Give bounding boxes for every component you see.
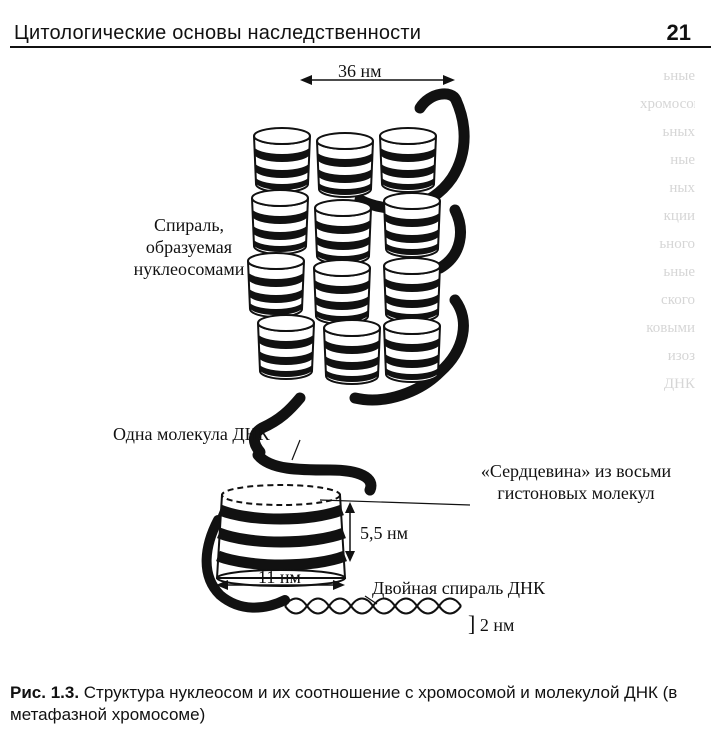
running-title: Цитологические основы наследственности — [14, 22, 422, 44]
bleed-line: ьного — [659, 236, 695, 252]
nucleosome-cluster — [247, 127, 441, 385]
nucleosome — [323, 319, 381, 385]
nucleosome — [251, 189, 309, 255]
page-header: Цитологические основы наследственности 2… — [0, 0, 711, 48]
pointer-line-core — [319, 499, 471, 506]
bleed-line: ьных — [662, 124, 695, 140]
bleed-line: ных — [669, 180, 695, 196]
nucleosome — [379, 127, 437, 193]
label-histone-core: «Сердцевина» из восьми гистоновых молеку… — [458, 460, 694, 504]
bleed-line: ные — [670, 152, 695, 168]
bleed-line: изоз — [667, 348, 695, 364]
dimension-arrow-11nm — [216, 580, 345, 590]
bleed-line: ьные — [663, 264, 695, 280]
bleed-through-text: ьные хромосомы ьных ные ных кции ьного ь… — [640, 62, 695, 398]
nucleosome — [316, 132, 374, 198]
nucleosome — [253, 127, 311, 193]
nucleosome — [383, 192, 441, 258]
label-core-line: «Сердцевина» из восьми — [480, 461, 672, 481]
label-spiral-line: Спираль, — [153, 215, 225, 235]
bleed-line: кции — [663, 208, 695, 224]
label-spiral: Спираль, образуемая нуклеосомами — [130, 214, 248, 280]
caption-text: Структура нуклеосом и их соотношение с х… — [10, 683, 678, 724]
dimension-arrow-5-5nm — [345, 502, 355, 562]
page-number: 21 — [666, 20, 691, 45]
label-5-5nm: 5,5 нм — [360, 523, 409, 543]
label-36nm: 36 нм — [338, 61, 382, 81]
nucleosome — [247, 252, 305, 318]
dimension-arrow-36nm — [300, 75, 455, 85]
label-2nm: ] 2 нм — [468, 611, 515, 636]
figure-caption: Рис. 1.3. Структура нуклеосом и их соотн… — [10, 682, 700, 726]
label-one-molecule: Одна молекула ДНК — [113, 424, 270, 444]
bleed-line: хромосомы — [640, 96, 695, 112]
nucleosome — [257, 314, 315, 380]
label-11nm: 11 нм — [258, 567, 301, 587]
nucleosome — [383, 317, 441, 383]
nucleosome — [313, 259, 371, 325]
pointer-line-helix — [364, 595, 378, 605]
bleed-line: ского — [661, 292, 695, 308]
single-nucleosome — [215, 484, 347, 587]
bleed-line: ковыми — [646, 320, 695, 336]
label-2nm-text: 2 нм — [479, 615, 515, 635]
nucleosome — [383, 257, 441, 323]
bleed-line: ДНК — [663, 376, 695, 392]
label-double-helix: Двойная спираль ДНК — [372, 578, 546, 598]
label-core-line: гистоновых молекул — [497, 483, 655, 503]
header-rule — [10, 46, 711, 48]
label-spiral-line: образуемая — [145, 237, 233, 257]
nucleosome — [314, 199, 372, 265]
pointer-line-molecule — [291, 439, 301, 461]
caption-number: Рис. 1.3. — [10, 683, 80, 702]
label-spiral-line: нуклеосомами — [133, 259, 245, 279]
bleed-line: ьные — [663, 68, 695, 84]
dna-double-helix — [284, 597, 462, 615]
